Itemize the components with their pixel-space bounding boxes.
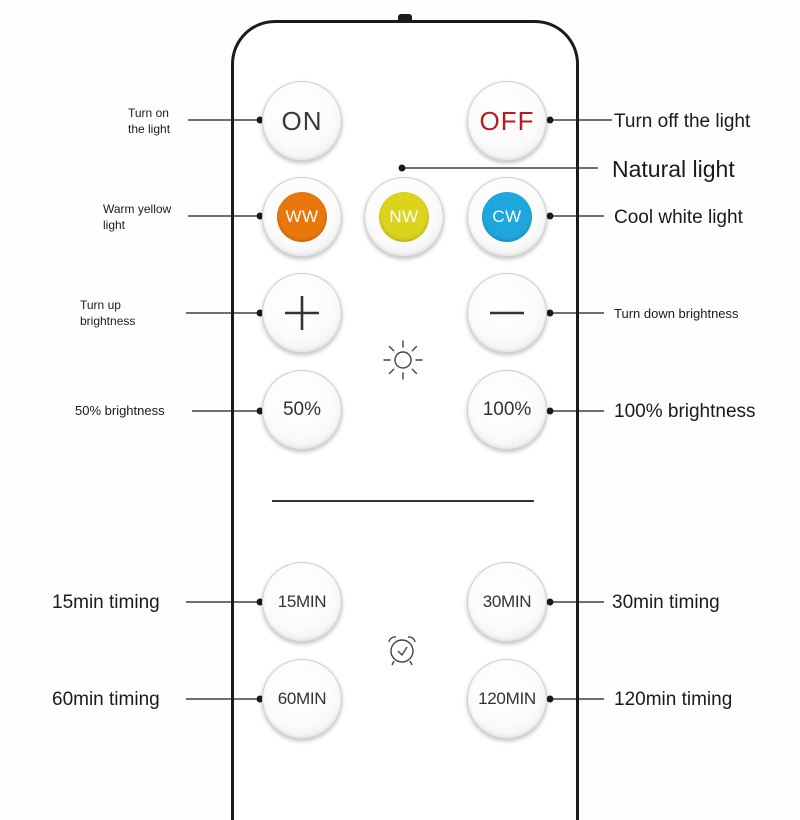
natural-white-dot: NW [379, 192, 429, 242]
warm-white-button[interactable]: WW [262, 177, 342, 257]
minus-icon [490, 311, 524, 315]
timer-60-button[interactable]: 60MIN [262, 659, 342, 739]
warm-white-dot: WW [277, 192, 327, 242]
label-50-brightness: 50% brightness [75, 403, 165, 418]
divider-line [272, 500, 534, 502]
cool-white-button[interactable]: CW [467, 177, 547, 257]
brightness-up-button[interactable] [262, 273, 342, 353]
brightness-100-label: 100% [482, 399, 532, 420]
timer-15-label: 15MIN [277, 592, 327, 611]
label-turn-up-line1: Turn up [80, 298, 121, 312]
label-turn-on-line1: Turn on [128, 106, 169, 120]
label-15min-timing: 15min timing [52, 592, 160, 613]
timer-30-button[interactable]: 30MIN [467, 562, 547, 642]
sun-icon [383, 340, 423, 380]
label-turn-on-line2: the light [128, 122, 171, 137]
label-60min-timing: 60min timing [52, 689, 160, 710]
alarm-clock-icon [388, 636, 416, 666]
on-button[interactable]: ON [262, 81, 342, 161]
brightness-down-button[interactable] [467, 273, 547, 353]
cool-white-label: CW [492, 207, 522, 226]
natural-white-button[interactable]: NW [364, 177, 444, 257]
label-warm-yellow-line1: Warm yellow [103, 202, 172, 216]
timer-30-label: 30MIN [482, 592, 532, 611]
brightness-100-button[interactable]: 100% [467, 370, 547, 450]
timer-60-label: 60MIN [277, 689, 327, 708]
label-turn-up-line2: brightness [80, 314, 136, 329]
label-120min-timing: 120min timing [614, 689, 733, 710]
warm-white-label: WW [285, 207, 319, 226]
cool-white-dot: CW [482, 192, 532, 242]
label-warm-yellow-line2: light [103, 218, 126, 233]
brightness-50-button[interactable]: 50% [262, 370, 342, 450]
label-turn-off: Turn off the light [614, 111, 751, 132]
on-button-label: ON [281, 105, 323, 136]
timer-120-button[interactable]: 120MIN [467, 659, 547, 739]
label-cool-white: Cool white light [614, 207, 743, 228]
timer-120-label: 120MIN [478, 689, 536, 708]
label-100-brightness: 100% brightness [614, 401, 756, 422]
label-warm-yellow: Warm yellow light [103, 201, 171, 233]
label-turn-up: Turn up brightness [80, 297, 135, 329]
timer-15-button[interactable]: 15MIN [262, 562, 342, 642]
label-natural-light: Natural light [612, 156, 735, 182]
label-turn-down: Turn down brightness [614, 306, 739, 321]
plus-icon [285, 296, 319, 330]
off-button-label: OFF [479, 105, 535, 136]
label-30min-timing: 30min timing [612, 592, 720, 613]
ir-emitter [398, 14, 412, 20]
brightness-50-label: 50% [282, 399, 322, 420]
off-button[interactable]: OFF [467, 81, 547, 161]
label-turn-on: Turn on the light [128, 105, 170, 137]
natural-white-label: NW [389, 207, 419, 226]
